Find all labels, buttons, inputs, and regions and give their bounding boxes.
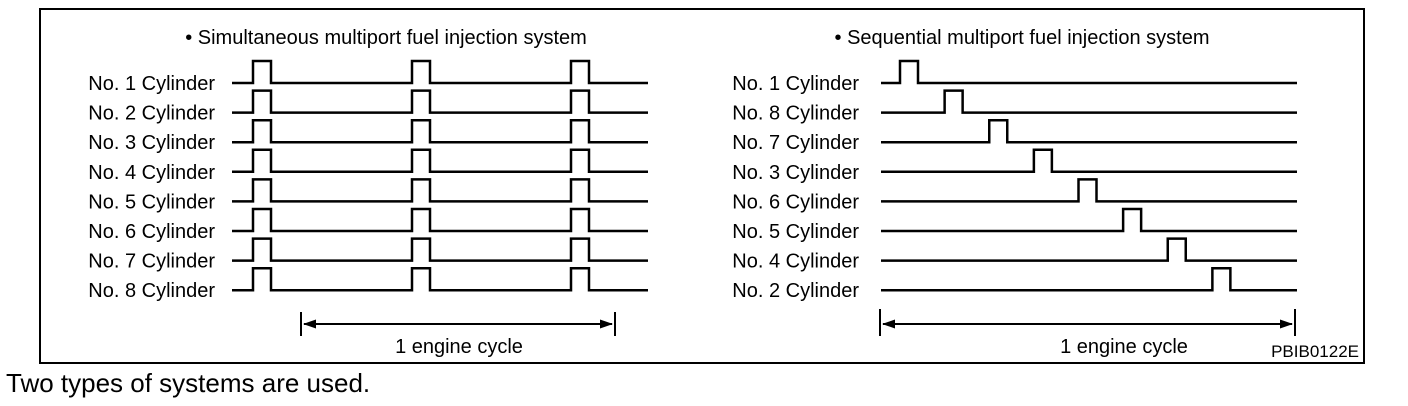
caption-text: Two types of systems are used. [6, 368, 371, 398]
cylinder-label: No. 8 Cylinder [88, 280, 215, 302]
injection-pulse-trace [881, 148, 1297, 174]
cylinder-row: No. 5 Cylinder [732, 207, 1297, 243]
cylinder-row: No. 3 Cylinder [88, 118, 648, 154]
simultaneous-title: • Simultaneous multiport fuel injection … [185, 27, 587, 49]
cylinder-label: No. 5 Cylinder [732, 221, 859, 243]
injection-pulse-trace [881, 89, 1297, 114]
cylinder-row: No. 2 Cylinder [732, 266, 1297, 302]
cylinder-row: No. 3 Cylinder [732, 148, 1297, 184]
sequential-cycle-marker [879, 309, 1296, 336]
injection-pulse-trace [881, 118, 1297, 144]
cylinder-label: No. 2 Cylinder [732, 280, 859, 302]
cylinder-label: No. 5 Cylinder [88, 191, 215, 213]
injection-pulse-trace [232, 59, 648, 85]
injection-pulse-trace [232, 148, 648, 174]
sequential-panel: • Sequential multiport fuel injection sy… [732, 27, 1297, 358]
injection-pulse-trace [232, 266, 648, 292]
cylinder-row: No. 4 Cylinder [732, 237, 1297, 273]
injection-pulse-trace [232, 118, 648, 144]
cylinder-label: No. 3 Cylinder [732, 162, 859, 184]
cylinder-label: No. 1 Cylinder [88, 73, 215, 95]
injection-pulse-trace [881, 178, 1297, 203]
cylinder-label: No. 4 Cylinder [88, 162, 215, 184]
injection-pulse-trace [232, 178, 648, 203]
sequential-cycle-label: 1 engine cycle [1060, 336, 1188, 358]
cylinder-label: No. 3 Cylinder [88, 132, 215, 154]
cylinder-row: No. 7 Cylinder [88, 237, 648, 273]
cylinder-row: No. 8 Cylinder [88, 266, 648, 302]
cylinder-label: No. 6 Cylinder [732, 191, 859, 213]
injection-pulse-trace [232, 89, 648, 114]
cylinder-label: No. 6 Cylinder [88, 221, 215, 243]
injection-pulse-trace [881, 207, 1297, 233]
injection-pulse-trace [232, 237, 648, 262]
cylinder-row: No. 1 Cylinder [732, 59, 1297, 95]
injection-pulse-trace [881, 59, 1297, 85]
cylinder-row: No. 5 Cylinder [88, 178, 648, 213]
cylinder-row: No. 6 Cylinder [732, 178, 1297, 213]
cylinder-label: No. 7 Cylinder [732, 132, 859, 154]
cylinder-row: No. 1 Cylinder [88, 59, 648, 95]
cylinder-row: No. 8 Cylinder [732, 89, 1297, 125]
injection-pulse-trace [232, 207, 648, 233]
sequential-title: • Sequential multiport fuel injection sy… [835, 27, 1210, 49]
injection-pulse-trace [881, 266, 1297, 292]
cylinder-label: No. 4 Cylinder [732, 251, 859, 273]
simultaneous-cycle-label: 1 engine cycle [395, 336, 523, 358]
cylinder-row: No. 6 Cylinder [88, 207, 648, 243]
simultaneous-panel: • Simultaneous multiport fuel injection … [88, 27, 648, 358]
cylinder-label: No. 7 Cylinder [88, 251, 215, 273]
figure-code: PBIB0122E [1271, 342, 1359, 361]
cylinder-row: No. 2 Cylinder [88, 89, 648, 125]
cylinder-label: No. 8 Cylinder [732, 103, 859, 125]
simultaneous-cycle-marker [300, 312, 616, 336]
cylinder-row: No. 7 Cylinder [732, 118, 1297, 154]
injection-timing-diagram: • Simultaneous multiport fuel injection … [88, 27, 1359, 361]
cylinder-row: No. 4 Cylinder [88, 148, 648, 184]
diagram-frame: • Simultaneous multiport fuel injection … [39, 8, 1365, 364]
cylinder-label: No. 1 Cylinder [732, 73, 859, 95]
injection-pulse-trace [881, 237, 1297, 262]
cylinder-label: No. 2 Cylinder [88, 103, 215, 125]
